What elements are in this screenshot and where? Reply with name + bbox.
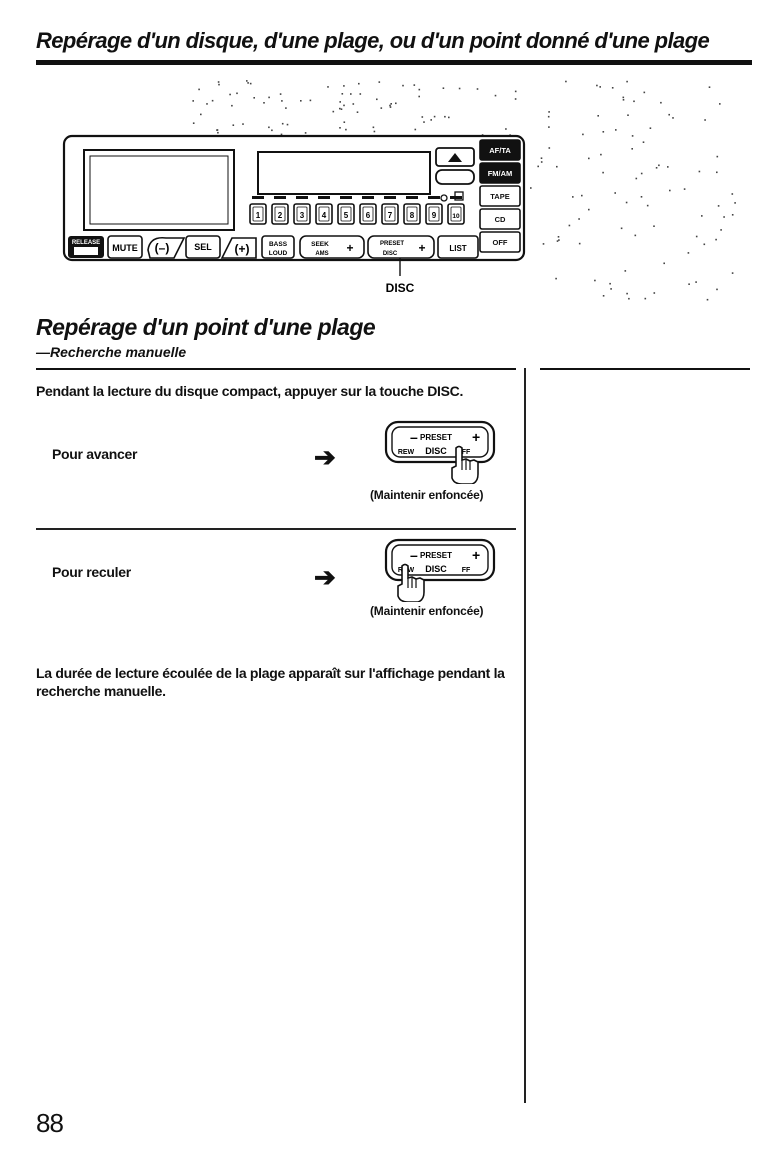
release-label: RELEASE [72,240,100,246]
list-label: LIST [449,244,466,253]
device-button-label: TAPE [490,192,509,201]
card-slot [435,169,475,185]
svg-text:BASS: BASS [269,241,288,248]
preset-key-9 [425,203,443,225]
disc-button-on-device [367,235,435,259]
preset-label: PRESET [420,433,452,442]
forward-arrow-icon: ➔ [314,442,336,472]
svg-text:(–): (–) [155,241,170,255]
section-title: Repérage d'un point d'une plage [36,314,376,340]
preset-key-4 [315,203,333,225]
bottom-button-row: RELEASE MUTE (–) SEL (+) BASS LOUD SEEK … [68,235,479,259]
preset-key-1 [249,203,267,225]
back-step-label: Pour reculer [52,564,131,580]
section-rule-right [540,368,750,370]
preset-key-10 [447,203,465,225]
column-divider [524,368,526,1103]
svg-text:–: – [410,429,418,445]
device-button-label: OFF [493,238,508,247]
preset-label: PRESET [420,551,452,560]
ams-label: AMS [315,251,328,257]
sel-label: SEL [194,242,212,252]
ff-label: FF [462,449,471,456]
seek-label: SEEK [311,241,329,248]
left-display-window [83,149,235,231]
svg-text:LOUD: LOUD [269,250,288,257]
device-button-label: AF/TA [489,146,511,155]
preset-key-label: 2 [278,211,283,220]
preset-key-label: 5 [344,211,349,220]
disc-button-forward-illustration: – PRESET + REW DISC FF [384,420,496,484]
disc-label: DISC [425,564,447,574]
preset-key-label: 3 [300,211,305,220]
device-button-cd [479,208,521,230]
device-button-tape [479,185,521,207]
preset-key-8 [403,203,421,225]
section-subtitle: —Recherche manuelle [36,344,187,360]
device-button-off [479,231,521,253]
car-stereo-diagram: 1 2 3 4 5 6 7 8 9 10 AF/TA FM/AM TAPE CD OFF RELEASE … [62,80,736,301]
device-button-label: FM/AM [488,169,513,178]
preset-key-label: 8 [410,211,415,220]
disc-callout-label: DISC [386,281,415,295]
eject-icon [448,153,462,162]
rew-label: REW [398,449,415,456]
disc-button-back-illustration: – PRESET + REW DISC FF [384,538,496,602]
intro-paragraph: Pendant la lecture du disque compact, ap… [36,383,464,399]
device-button-fm-am [479,162,521,184]
right-button-column: AF/TA FM/AM TAPE CD OFF [479,139,521,253]
device-button-label: CD [495,215,506,224]
forward-step-label: Pour avancer [52,446,138,462]
preset-key-label: 10 [452,213,460,220]
svg-text:+: + [472,429,480,445]
svg-text:+: + [472,547,480,563]
step-divider [36,528,516,530]
outro-paragraph: La durée de lecture écoulée de la plage … [36,665,505,699]
pressing-hand-icon [397,563,425,602]
page-header-title: Repérage d'un disque, d'une plage, ou d'… [36,28,710,53]
preset-key-row: 1 2 3 4 5 6 7 8 9 10 [249,196,465,225]
page-number: 88 [36,1108,64,1138]
back-hold-note: (Maintenir enfoncée) [370,604,484,618]
car-stereo-illustration: 1 2 3 4 5 6 7 8 9 10 AF/TA FM/AM TAPE CD OFF RELEASE … [50,70,750,310]
mute-label: MUTE [112,243,138,253]
preset-key-7 [381,203,399,225]
svg-text:(+): (+) [235,242,250,256]
svg-text:+: + [346,241,353,255]
preset-key-5 [337,203,355,225]
forward-hold-note: (Maintenir enfoncée) [370,488,484,502]
device-button-af-ta [479,139,521,161]
preset-key-label: 6 [366,211,371,220]
preset-key-2 [271,203,289,225]
disc-label: DISC [425,446,447,456]
back-arrow-icon: ➔ [314,562,336,592]
ff-label: FF [462,567,471,574]
header-rule [36,60,752,65]
preset-key-label: 9 [432,211,437,220]
main-display-window [257,151,431,195]
disc-label-small: DISC [383,251,398,257]
preset-key-label: 7 [388,211,393,220]
svg-text:–: – [410,547,418,563]
preset-key-6 [359,203,377,225]
pressing-hand-icon [451,445,479,484]
preset-key-3 [293,203,311,225]
preset-key-label: 1 [256,211,261,220]
preset-label-small: PRESET [380,241,404,247]
section-rule-left [36,368,516,370]
preset-key-label: 4 [322,211,327,220]
svg-text:+: + [418,241,425,255]
